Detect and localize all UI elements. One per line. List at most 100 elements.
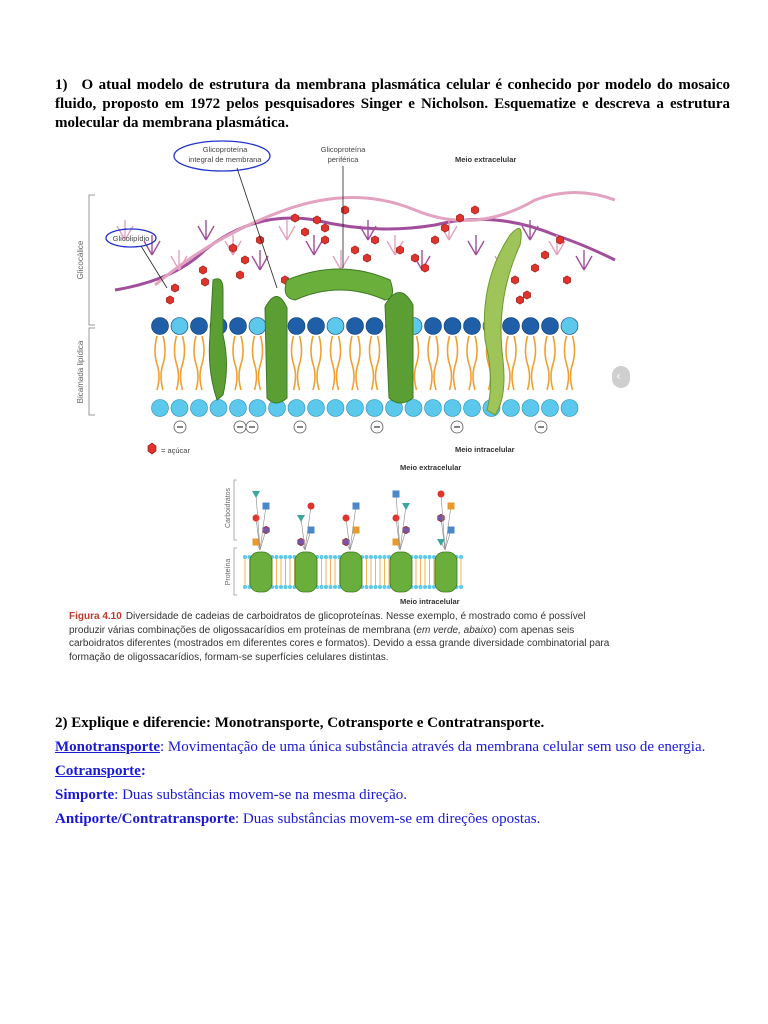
mini-lipid-head [432, 585, 436, 589]
chain-link [444, 505, 452, 551]
sugar-hexagon [297, 537, 305, 547]
chain-link [255, 493, 261, 551]
mini-protein [389, 551, 413, 593]
lipid-tail [472, 335, 478, 391]
lipid-head-inner [521, 399, 540, 417]
term-monotransporte: Monotransporte [55, 739, 160, 755]
sugar-circle [342, 514, 350, 522]
mini-lipid-head [288, 585, 292, 589]
glycocalyx-branch [521, 220, 539, 241]
bottom-extracellular-label: Meio extracelular [400, 463, 461, 472]
sugar-circle [437, 490, 445, 498]
sugar-square [262, 502, 270, 510]
sugar-square [252, 538, 260, 546]
sugar-circle [252, 514, 260, 522]
integral-glycoprotein-label-2: integral de membrana [189, 155, 263, 164]
mini-lipid-head [243, 585, 247, 589]
lipid-tail [466, 335, 472, 391]
lipid-tail [511, 335, 517, 391]
lipid-tail [550, 335, 556, 391]
sugar-hexagon [363, 253, 371, 263]
lipid-head-outer [307, 317, 325, 335]
lipid-head-outer [229, 317, 247, 335]
lipid-head-inner [287, 399, 306, 417]
glycocalyx-branch [575, 250, 593, 271]
lipid-tail [427, 335, 433, 391]
mini-lipid-head [319, 585, 324, 589]
mini-lipid-head [382, 585, 387, 589]
lipid-head-inner [307, 399, 325, 417]
glycocalyx-branch [251, 250, 269, 271]
mini-lipid-head [328, 555, 333, 559]
sugar-hexagon [541, 250, 549, 260]
lipid-tail [368, 335, 375, 391]
term-cotransporte: Cotransporte [55, 763, 141, 779]
chain-link [440, 493, 446, 551]
bottom-intracellular-label: Meio intracelular [400, 597, 460, 606]
peripheral-glycoprotein-label-1: Glicoproteína [321, 145, 366, 154]
lipid-head-inner [248, 399, 267, 417]
lipid-head-inner [541, 399, 559, 417]
answer-line-cotransporte: Cotransporte: [55, 759, 745, 783]
lipid-head-outer [502, 317, 520, 335]
mini-lipid-head [423, 585, 427, 589]
chain-link [399, 505, 407, 551]
mini-lipid-head [333, 555, 337, 559]
mini-lipid-head [459, 585, 463, 589]
page-nav-handle[interactable]: ‹ [612, 366, 630, 388]
lipid-head-inner [151, 399, 169, 417]
mini-lipid-head [414, 585, 418, 589]
sugar-hexagon [341, 205, 349, 215]
fluid-mosaic-illustration: Glicocálice Bicamada lipídica Glicoprote… [55, 140, 625, 606]
sugar-legend-icon [147, 442, 157, 455]
lipid-tail [524, 335, 531, 391]
mini-lipid-head [427, 555, 432, 559]
sugar-hexagon [523, 290, 531, 300]
lipid-head-inner [365, 399, 384, 417]
lipid-tail [310, 335, 316, 391]
integral-protein-2 [384, 292, 414, 404]
lipid-head-outer [560, 317, 579, 335]
membrane-figure: Glicocálice Bicamada lipídica Glicoprote… [55, 140, 625, 665]
lipid-head-outer [151, 317, 169, 335]
membrane-proteins [208, 227, 522, 416]
sugar-triangle [437, 539, 445, 546]
integral-glycoprotein-label-1: Glicoproteína [203, 145, 248, 154]
sugar-hexagon [511, 275, 519, 285]
lipid-head-outer [365, 317, 384, 335]
peripheral-glycoprotein [284, 268, 394, 301]
sugar-hexagon [556, 235, 564, 245]
question-1: 1)O atual modelo de estrutura da membran… [55, 76, 730, 133]
sugar-triangle [297, 515, 305, 522]
mini-lipid-head [418, 555, 423, 559]
sugar-hexagon [291, 213, 299, 223]
definition-monotransporte: : Movimentação de uma única substância a… [160, 739, 706, 755]
glycolipid-label: Glicolipídio [113, 234, 150, 243]
lipid-tail [569, 335, 576, 391]
mini-protein [339, 551, 363, 593]
glycocalyx-branch [197, 220, 215, 241]
mini-lipid-head [373, 555, 378, 559]
lipid-head-outer [541, 317, 559, 335]
sugar-hexagon [456, 213, 464, 223]
lipid-tail [193, 335, 199, 391]
sugar-hexagon [441, 223, 449, 233]
lipid-head-outer [170, 317, 189, 335]
sugar-hexagon [321, 235, 329, 245]
mini-lipid-head [333, 585, 337, 589]
sugar-hexagon [563, 275, 571, 285]
sugar-hexagon [236, 270, 244, 280]
mini-lipid-head [288, 555, 292, 559]
intracellular-label: Meio intracelular [455, 445, 515, 454]
caption-italic: em verde, abaixo [416, 624, 494, 636]
caption-text-2: ) com apenas seis carboidratos diferente… [69, 624, 610, 663]
lipid-head-inner [443, 399, 462, 417]
mini-lipid-head [382, 555, 387, 559]
sugar-hexagon [241, 255, 249, 265]
lipid-tail [446, 335, 453, 391]
sugar-hexagon [321, 223, 329, 233]
sugar-hexagon [471, 205, 479, 215]
lipid-head-outer [248, 317, 267, 335]
lipid-head-inner [170, 399, 189, 417]
